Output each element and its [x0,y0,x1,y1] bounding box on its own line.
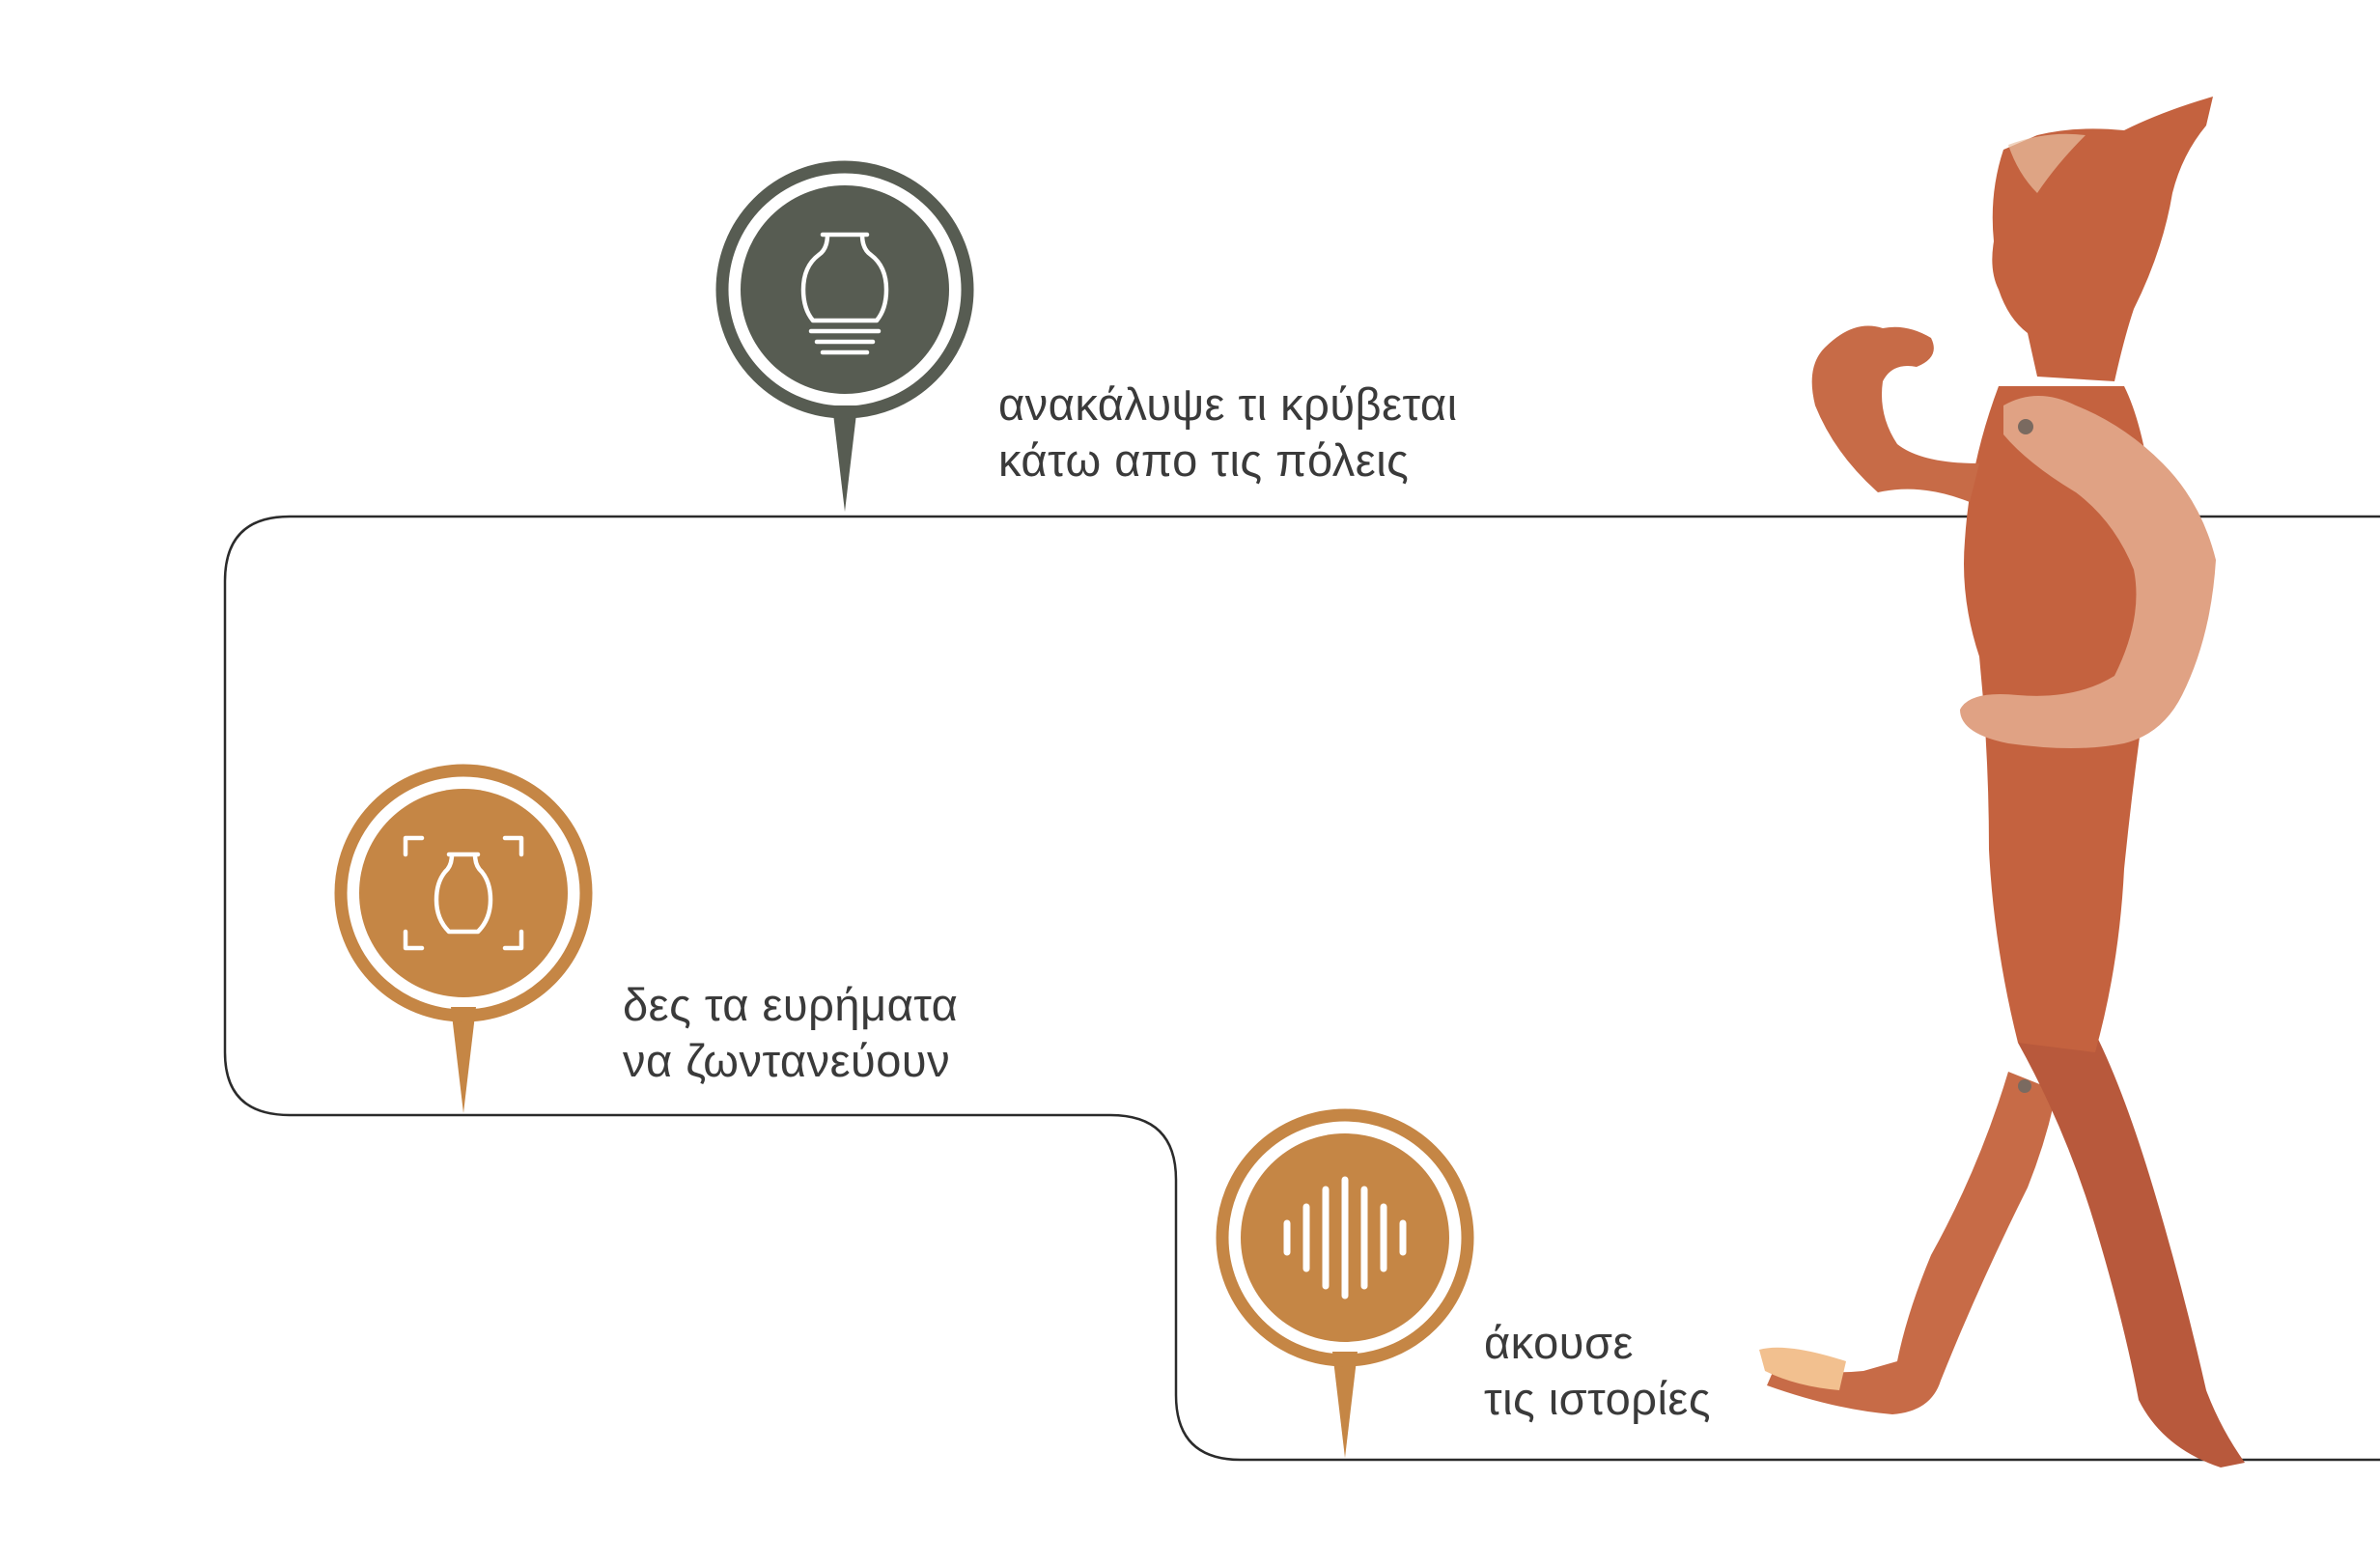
pin-see[interactable] [334,764,593,1113]
terracotta-figurine-image [1759,97,2245,1467]
step-see-line-2: να ζωντανεύουν [623,1035,951,1086]
pin-see-marker [451,1007,476,1113]
pin-see-ring [334,764,593,1022]
step-discover-line-2: κάτω απο τις πόλεις [998,434,1410,486]
step-discover-label: ανακάλυψε τι κρύβεται κάτω απο τις πόλει… [998,377,1458,489]
step-listen-line-2: τις ιστορίες [1484,1373,1711,1424]
pin-listen-ring [1216,1108,1474,1367]
amphora-in-frame-icon [403,835,524,951]
step-see-line-1: δες τα ευρήματα [623,979,959,1030]
step-discover-line-1: ανακάλυψε τι κρύβεται [998,378,1458,430]
step-see-label: δες τα ευρήματα να ζωντανεύουν [623,977,958,1089]
step-listen-label: άκουσε τις ιστορίες [1484,1315,1711,1427]
pin-discover[interactable] [715,160,974,512]
pin-listen-marker [1332,1352,1358,1458]
pin-listen[interactable] [1216,1108,1474,1458]
amphora-on-layers-icon [800,232,889,355]
pin-discover-marker [832,405,857,512]
pin-discover-ring [715,160,974,419]
sound-wave-icon [1283,1176,1407,1300]
journey-path-line [223,515,2380,1462]
pin-see-disc [359,789,568,997]
step-listen-line-1: άκουσε [1484,1317,1634,1368]
pin-discover-disc [741,185,949,394]
